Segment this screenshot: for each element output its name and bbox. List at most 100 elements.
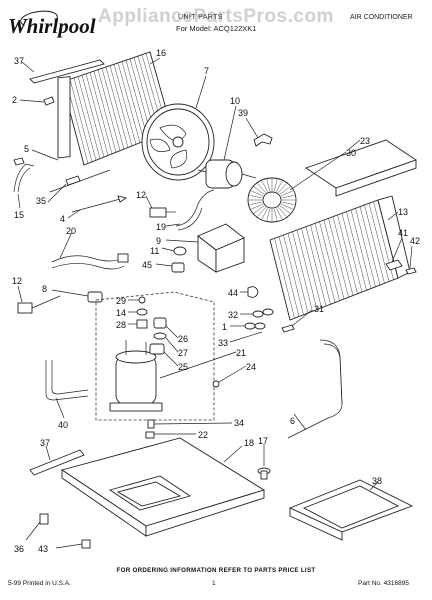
part-12-plug[interactable] [17,295,61,314]
blower-vane [251,190,264,197]
page-number: 1 [212,580,216,587]
part-12-connector[interactable] [149,207,176,218]
coil-fin [73,77,97,161]
callout-36: 36 [14,544,24,554]
callout-6: 6 [290,416,295,426]
part-6-tubing[interactable] [287,339,343,439]
part-4-clip[interactable] [71,195,128,213]
part-1-washer[interactable] [244,322,266,330]
blower-vane [279,186,291,195]
callout-42: 42 [410,236,420,246]
callout-21: 21 [236,348,246,358]
part-39-bracket[interactable] [253,133,273,147]
part-19-harness[interactable] [175,189,215,231]
part-13-evaporator-coil[interactable] [269,195,411,321]
blower-vane [276,180,283,192]
coil-fin [109,65,133,146]
part-23-top-cover[interactable] [304,139,418,197]
part-9-motor-mount[interactable] [197,223,245,273]
coil-fin [305,226,327,307]
callout-13: 13 [398,207,408,217]
callout-37-bottom: 37 [40,438,50,448]
coil-fin [301,228,322,308]
blower-vane [261,208,268,220]
callout-16: 16 [156,48,166,58]
callout-15: 15 [14,210,24,220]
part-26-terminal-cover[interactable] [153,317,167,329]
coil-fin [101,68,125,150]
blower-vane [253,186,265,195]
part-42-clip[interactable] [405,267,417,275]
callout-40: 40 [58,420,68,430]
callout-5: 5 [24,144,29,154]
blower-vane [276,208,283,220]
part-31-clip[interactable] [281,324,295,333]
part-24-screw[interactable] [212,380,220,388]
callout-28: 28 [116,320,126,330]
coil-fin [341,213,363,293]
part-2-screw[interactable] [43,96,55,106]
coil-fin [81,75,105,158]
part-43-clip[interactable] [81,539,91,549]
part-41-bracket[interactable] [385,259,403,271]
part-20-wiring[interactable] [51,253,129,270]
part-30-blower-wheel[interactable] [247,177,297,223]
part-28-grommet[interactable] [136,319,148,329]
part-7-fan-blade[interactable] [141,103,215,181]
callout-44: 44 [228,288,238,298]
callout-34: 34 [234,418,244,428]
coil-fin [274,238,295,319]
callout-18: 18 [244,438,254,448]
blower-vane [251,203,264,210]
part-14-washer[interactable] [136,308,148,316]
coil-fin [93,71,117,153]
blower-vane [279,205,291,214]
part-35-thermistor[interactable] [49,169,111,193]
coil-fin [69,79,93,162]
coil-fin [350,209,372,289]
part-21-compressor[interactable] [109,340,163,412]
coil-fin [368,203,390,282]
part-18-base-pan[interactable] [60,437,266,537]
coil-fin [355,208,376,287]
part-32-grommet[interactable] [252,308,274,318]
coil-fin [359,206,381,286]
section-title: AIR CONDITIONER [350,14,413,21]
callout-23: 23 [360,136,370,146]
blower-vane [266,208,270,221]
callout-9: 9 [156,236,161,246]
part-27-clip[interactable] [153,332,167,340]
part-10-fan-motor[interactable] [197,159,257,189]
blower-vane [274,208,278,221]
callout-39: 39 [238,108,248,118]
callout-12-upper: 12 [136,190,146,200]
part-11-bushing[interactable] [173,246,187,256]
part-44-clamp[interactable] [247,286,259,298]
part-37-bottom-strip[interactable] [29,449,85,476]
coil-fin [310,224,331,305]
part-17-screw[interactable] [257,467,271,480]
coil-fin [328,218,349,298]
callout-25: 25 [178,362,188,372]
callout-11: 11 [150,246,159,256]
part-34-bolt[interactable] [147,419,155,429]
coil-fin [283,234,304,315]
part-15-sensor-tube[interactable] [13,157,35,193]
coil-fin [314,223,336,303]
part-37-top-strip[interactable] [29,59,105,84]
part-22-stud[interactable] [145,431,155,439]
part-25-overload[interactable] [149,343,165,355]
callout-labels: 37 16 7 2 5 15 35 4 10 39 23 30 12 19 9 … [12,48,420,554]
part-45-cap[interactable] [171,262,185,273]
model-number: For Model: ACQ122XK1 [176,24,257,33]
part-38-drain-tray[interactable] [288,479,414,541]
blower-vane [249,195,263,199]
part-36-clip[interactable] [39,513,49,525]
part-29-nut[interactable] [138,296,146,304]
coil-fin [332,216,354,296]
part-40-tube-bracket[interactable] [45,360,89,401]
callout-43: 43 [38,544,48,554]
callout-33: 33 [218,338,228,348]
part-8-terminal[interactable] [87,291,103,303]
print-date: 5-99 Printed in U.S.A. [8,580,71,587]
